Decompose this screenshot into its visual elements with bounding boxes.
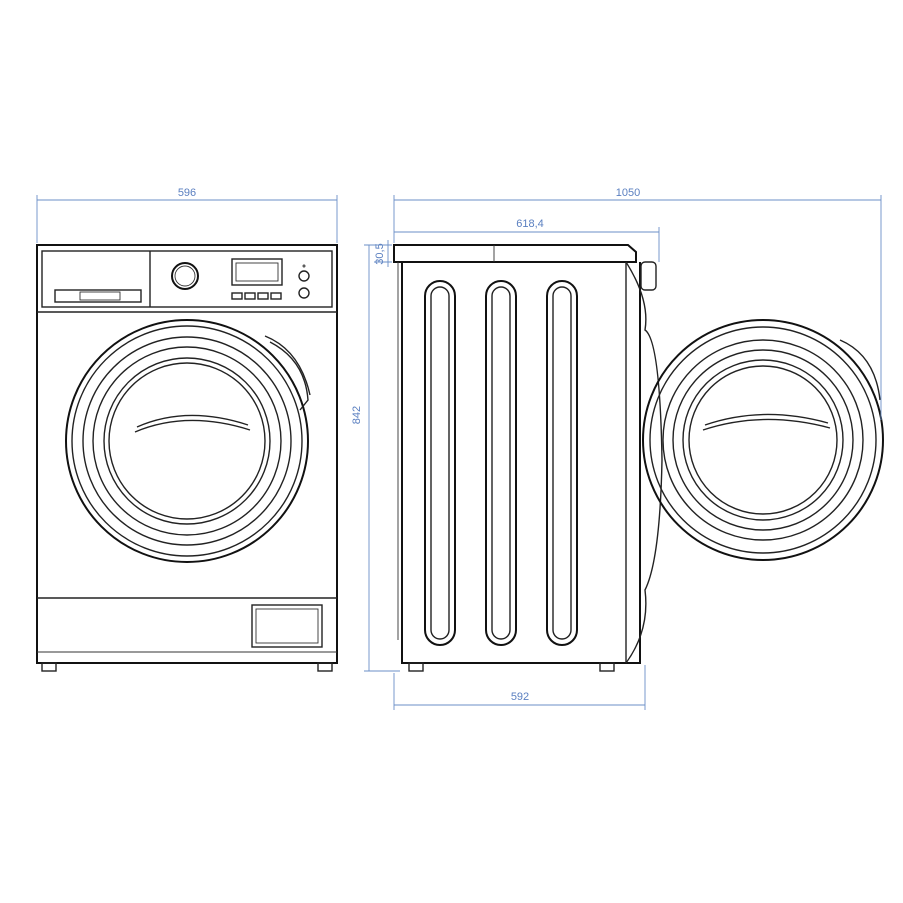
dim-front-width: 596 (178, 187, 196, 199)
front-left-foot (41, 662, 57, 672)
open-door (642, 319, 884, 561)
front-body-outline (36, 244, 338, 664)
detergent-drawer (54, 289, 142, 303)
side-ribs (424, 280, 578, 646)
dim-top-overhang: 30,5 (374, 243, 386, 264)
side-view (393, 244, 884, 672)
program-knob (171, 262, 199, 290)
dim-height: 842 (351, 406, 363, 424)
side-rear-foot (408, 662, 424, 672)
side-front-foot (599, 662, 615, 672)
display-screen (231, 258, 283, 286)
dim-depth-with-door: 618,4 (516, 218, 544, 230)
dim-body-depth: 592 (511, 691, 529, 703)
side-top-panel (393, 244, 637, 263)
front-door (65, 319, 311, 563)
power-button (298, 287, 310, 299)
start-button (298, 270, 310, 282)
button-row (231, 292, 282, 300)
dim-total-depth: 1050 (616, 187, 640, 199)
front-view (36, 244, 338, 672)
dimension-lines: 596 1050 618,4 30,5 842 592 (36, 187, 882, 710)
side-body-outline (401, 262, 641, 664)
control-panel (41, 250, 333, 308)
service-hatch (251, 604, 323, 648)
front-right-foot (317, 662, 333, 672)
